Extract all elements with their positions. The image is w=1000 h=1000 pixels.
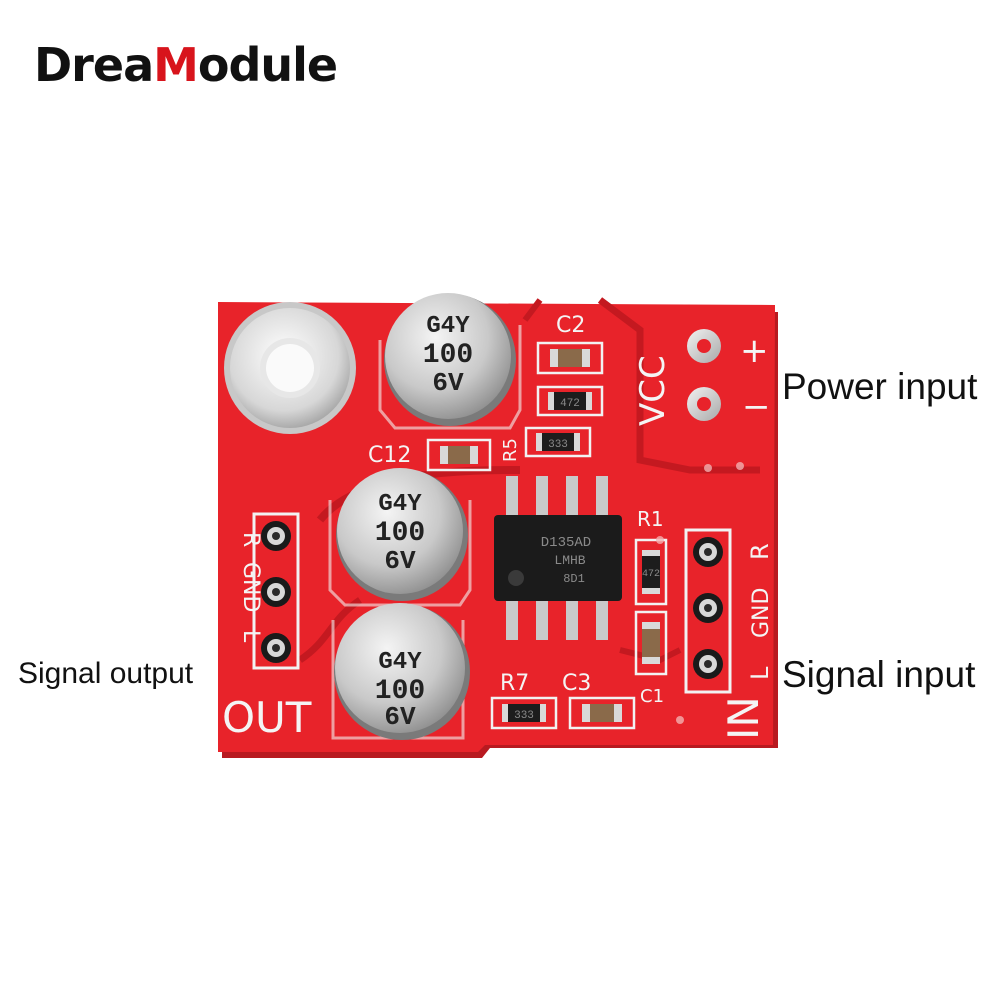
cap-top-marking-1: G4Y xyxy=(426,313,470,340)
brand-logo: DreaModule xyxy=(34,42,338,88)
signal-input-label: Signal input xyxy=(782,654,976,695)
trace xyxy=(597,297,760,474)
smd-r5: 333 xyxy=(524,426,592,458)
cap-mid-marking-1: G4Y xyxy=(378,491,422,518)
label-r1: R1 xyxy=(637,507,664,531)
capacitor-middle: G4Y 100 6V xyxy=(336,468,468,601)
in-pin-l: L xyxy=(746,666,774,680)
power-pads xyxy=(687,329,721,421)
smd-c1 xyxy=(634,610,668,676)
signal-output-label: Signal output xyxy=(18,657,194,690)
in-pin-r: R xyxy=(746,543,774,560)
ic-chip: D135AD LMHB 8D1 xyxy=(494,476,622,640)
out-pin-r: R xyxy=(238,532,263,547)
label-c2: C2 xyxy=(556,313,585,338)
label-plus: + xyxy=(740,331,769,371)
label-vcc: VCC xyxy=(633,355,673,426)
cap-top-marking-2: 100 xyxy=(423,340,473,371)
label-r7: R7 xyxy=(500,671,529,696)
smd-r1: 472 xyxy=(634,538,668,606)
cap-bot-marking-3: 6V xyxy=(384,702,416,732)
label-minus: − xyxy=(742,387,771,427)
cap-top-marking-3: 6V xyxy=(432,368,464,398)
vias xyxy=(656,462,744,724)
trace xyxy=(522,298,543,322)
out-pin-l: L xyxy=(238,630,263,643)
capacitor-top: G4Y 100 6V xyxy=(384,293,516,426)
cap-bot-marking-1: G4Y xyxy=(378,649,422,676)
smd-c2 xyxy=(536,341,604,375)
label-out: OUT xyxy=(222,693,312,742)
label-c3: C3 xyxy=(562,671,591,696)
brand-part-1: Drea xyxy=(34,38,154,92)
output-header xyxy=(252,512,300,670)
ic-marking-1: D135AD xyxy=(541,535,591,551)
cap-bot-marking-2: 100 xyxy=(375,676,425,707)
out-pin-gnd: GND xyxy=(238,562,263,612)
smd-r7: 333 xyxy=(490,696,558,730)
cap-mid-marking-3: 6V xyxy=(384,546,416,576)
r5-code: 333 xyxy=(548,439,568,451)
brand-part-3: odule xyxy=(197,38,338,92)
capacitor-bottom: G4Y 100 6V xyxy=(334,603,470,740)
in-pin-gnd: GND xyxy=(749,588,774,638)
smd-resistor-top: 472 xyxy=(536,385,604,417)
ic-marking-2: LMHB xyxy=(554,553,585,568)
r7-code: 333 xyxy=(514,710,534,722)
label-in: IN xyxy=(719,696,768,740)
input-header xyxy=(684,528,732,694)
r1-code: 472 xyxy=(642,569,660,580)
smd-c12 xyxy=(426,438,492,472)
ic-marking-3: 8D1 xyxy=(563,572,585,586)
label-c12: C12 xyxy=(368,443,411,468)
brand-part-2: M xyxy=(153,38,199,92)
label-c1: C1 xyxy=(640,686,664,707)
mounting-hole xyxy=(224,302,356,434)
label-r5: R5 xyxy=(500,438,521,462)
cap-mid-marking-2: 100 xyxy=(375,518,425,549)
resistor-top-code: 472 xyxy=(560,398,580,410)
smd-c3 xyxy=(568,696,636,730)
power-input-label: Power input xyxy=(782,366,978,407)
